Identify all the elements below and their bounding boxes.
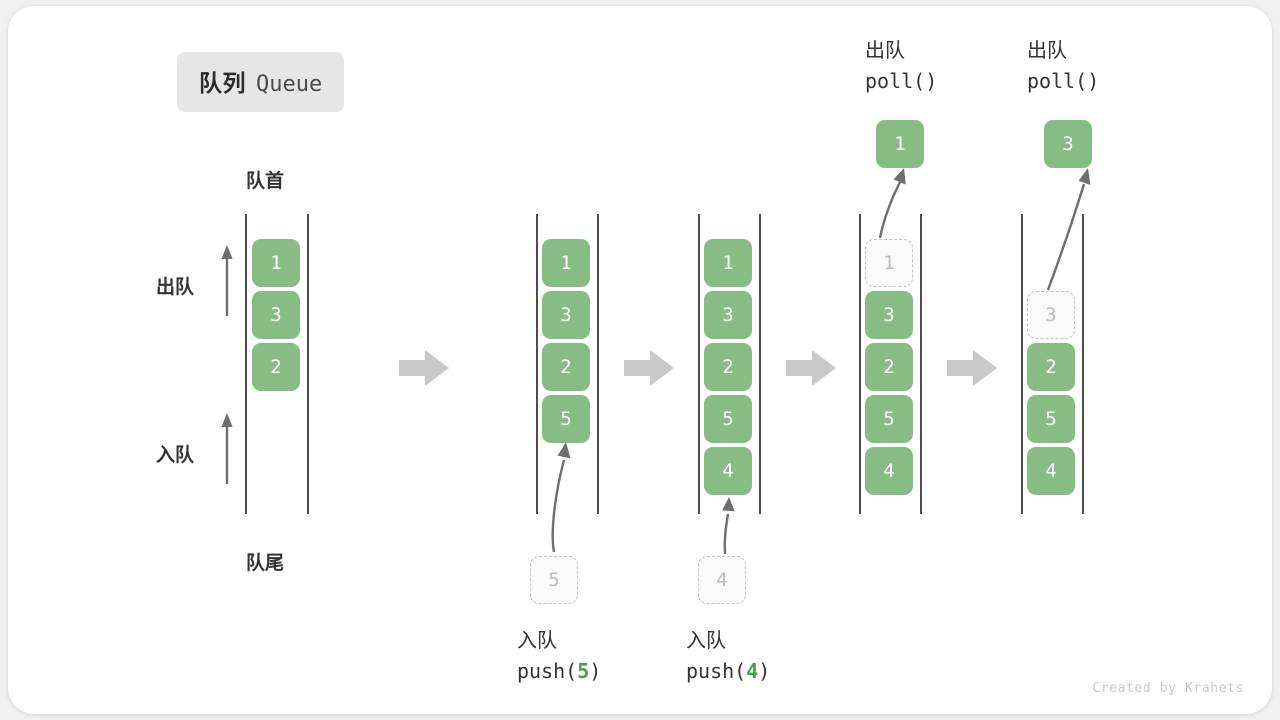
queue-cell: 2 [252, 343, 300, 391]
queue-cell: 5 [704, 395, 752, 443]
rail-right-c1 [307, 214, 309, 514]
rail-left-c1 [245, 214, 247, 514]
rail-right-c3 [759, 214, 761, 514]
queue-cell: 3 [542, 291, 590, 339]
queue-cell: 1 [542, 239, 590, 287]
step-arrow-icon [947, 350, 997, 386]
push-5-caption: 入队 push(5) [517, 626, 601, 687]
rail-right-c2 [597, 214, 599, 514]
rail-right-c5 [1082, 214, 1084, 514]
queue-cell: 3 [252, 291, 300, 339]
poll-3-caption: 出队 poll() [1027, 36, 1099, 97]
incoming-ghost-cell: 5 [530, 556, 578, 604]
outgoing-ghost-cell: 1 [865, 239, 913, 287]
queue-cell: 2 [865, 343, 913, 391]
outgoing-ghost-cell: 3 [1027, 291, 1075, 339]
push-arrow-icon [722, 497, 735, 555]
push-5-caption-code: push(5) [517, 659, 602, 684]
title-cn: 队列 [199, 70, 246, 96]
push-arrow-icon [551, 442, 571, 553]
front-label: 队首 [246, 171, 285, 192]
poll-arrow-icon [1046, 168, 1091, 291]
queue-cell: 5 [1027, 395, 1075, 443]
poll-arrow-icon [878, 168, 906, 239]
enqueue-direction-arrow-icon [221, 413, 233, 484]
queue-cell: 1 [252, 239, 300, 287]
push-4-caption-code: push(4) [686, 659, 771, 684]
poll-3-caption-cn: 出队 [1027, 40, 1067, 62]
diagram-card: 队列 Queue 队首 1 3 2 出队 入队 队尾 1 3 2 5 5 入队 … [8, 6, 1272, 714]
dequeue-direction-arrow-icon [221, 245, 233, 316]
rail-left-c3 [698, 214, 700, 514]
queue-cell: 2 [542, 343, 590, 391]
title-en: Queue [256, 72, 323, 97]
queue-cell: 3 [704, 291, 752, 339]
queue-cell: 2 [704, 343, 752, 391]
step-arrow-icon [399, 350, 449, 386]
push-5-caption-cn: 入队 [517, 630, 557, 652]
poll-1-caption: 出队 poll() [865, 36, 937, 97]
enqueue-direction-label: 入队 [156, 445, 195, 466]
queue-cell: 3 [865, 291, 913, 339]
queue-cell-new: 5 [542, 395, 590, 443]
push-4-caption: 入队 push(4) [686, 626, 770, 687]
incoming-ghost-cell: 4 [698, 556, 746, 604]
polled-cell: 3 [1044, 120, 1092, 168]
queue-cell: 2 [1027, 343, 1075, 391]
step-arrow-icon [624, 350, 674, 386]
queue-cell: 1 [704, 239, 752, 287]
title-badge: 队列 Queue [177, 52, 345, 112]
queue-cell-new: 4 [704, 447, 752, 495]
poll-3-caption-code: poll() [1027, 69, 1100, 94]
step-arrow-icon [786, 350, 836, 386]
credit-watermark: Created by Krahets [1092, 681, 1244, 696]
rail-right-c4 [920, 214, 922, 514]
rear-label: 队尾 [246, 553, 285, 574]
rail-left-c5 [1021, 214, 1023, 514]
push-4-caption-cn: 入队 [686, 630, 726, 652]
rail-left-c4 [859, 214, 861, 514]
queue-cell: 5 [865, 395, 913, 443]
polled-cell: 1 [876, 120, 924, 168]
dequeue-direction-label: 出队 [156, 277, 195, 298]
poll-1-caption-code: poll() [865, 69, 938, 94]
queue-cell: 4 [865, 447, 913, 495]
poll-1-caption-cn: 出队 [865, 40, 905, 62]
queue-cell: 4 [1027, 447, 1075, 495]
rail-left-c2 [536, 214, 538, 514]
